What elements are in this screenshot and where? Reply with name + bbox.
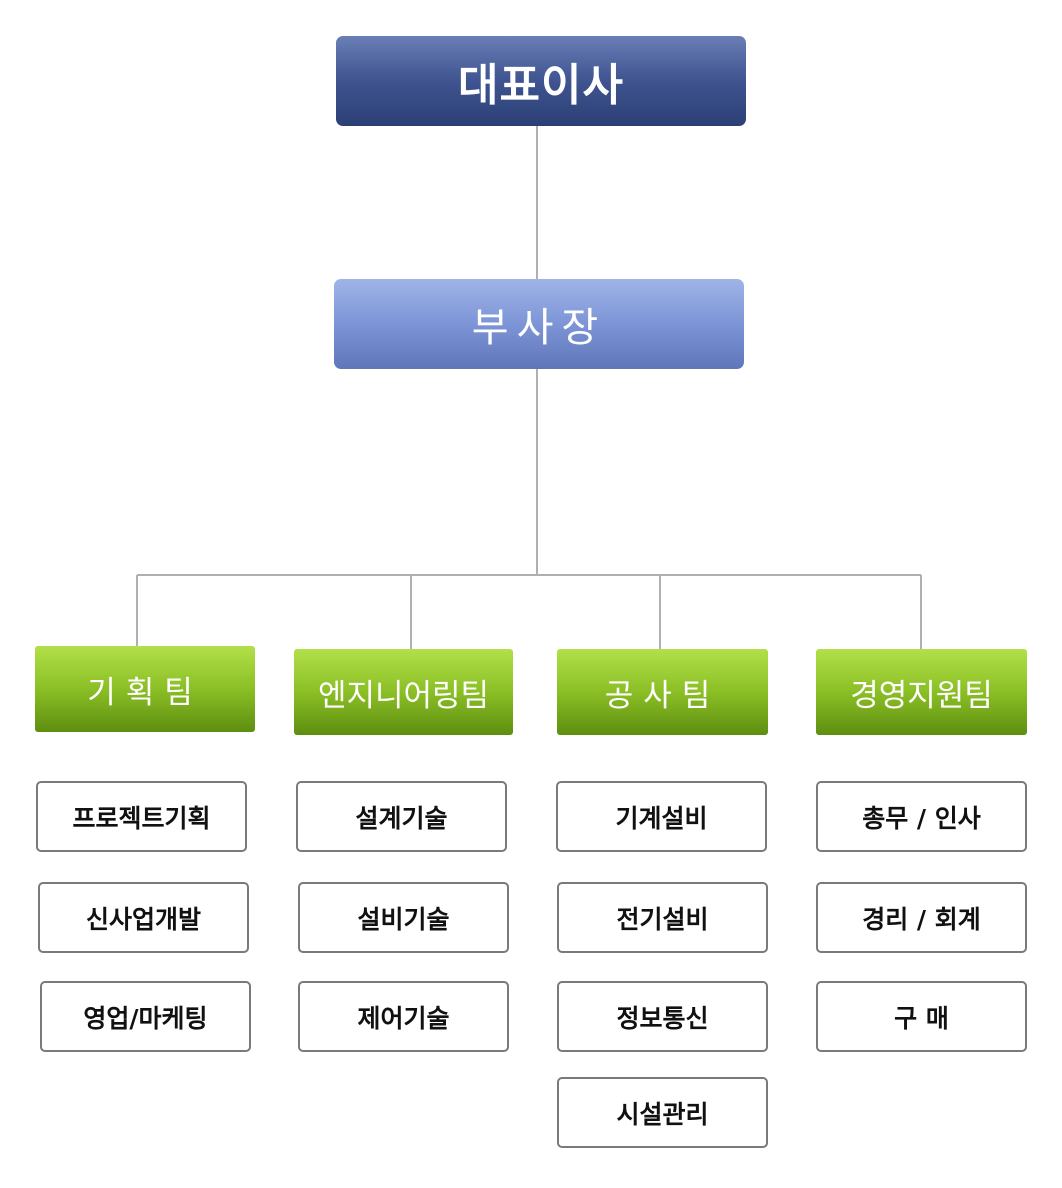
sub-item-box: 프로젝트기획 (36, 781, 247, 852)
sub-item-box: 시설관리 (557, 1077, 768, 1148)
sub-item-box: 신사업개발 (38, 882, 249, 953)
sub-item-label: 정보통신 (616, 1003, 709, 1033)
sub-item-label: 신사업개발 (85, 904, 201, 934)
sub-item-box: 영업/마케팅 (40, 981, 251, 1052)
sub-item-label: 설비기술 (357, 904, 450, 934)
sub-item-label: 기계설비 (615, 803, 708, 833)
team-management-box: 경영지원팀 (816, 649, 1027, 735)
sub-item-label: 프로젝트기획 (72, 803, 211, 833)
sub-item-box: 기계설비 (556, 781, 767, 852)
vp-box: 부사장 (334, 279, 744, 369)
team-planning-label: 기획팀 (87, 674, 203, 711)
sub-item-box: 총무 / 인사 (816, 781, 1027, 852)
vp-label: 부사장 (471, 305, 607, 351)
sub-item-label: 설계기술 (355, 803, 448, 833)
team-construction-box: 공사팀 (557, 649, 768, 735)
sub-item-label: 경리 / 회계 (862, 904, 981, 934)
sub-item-box: 설계기술 (296, 781, 507, 852)
sub-item-label: 영업/마케팅 (83, 1003, 208, 1033)
sub-item-label: 제어기술 (357, 1003, 450, 1033)
sub-item-box: 제어기술 (298, 981, 509, 1052)
sub-item-label: 시설관리 (616, 1099, 709, 1129)
team-engineering-box: 엔지니어링팀 (294, 649, 513, 735)
team-management-label: 경영지원팀 (850, 677, 993, 714)
sub-item-box: 경리 / 회계 (816, 882, 1027, 953)
sub-item-box: 설비기술 (298, 882, 509, 953)
sub-item-box: 구 매 (816, 981, 1027, 1052)
team-construction-label: 공사팀 (604, 677, 721, 714)
sub-item-box: 정보통신 (557, 981, 768, 1052)
sub-item-label: 구 매 (894, 1003, 949, 1033)
ceo-label: 대표이사 (458, 60, 624, 111)
team-planning-box: 기획팀 (35, 646, 255, 732)
sub-item-box: 전기설비 (557, 882, 768, 953)
sub-item-label: 총무 / 인사 (862, 803, 981, 833)
team-engineering-label: 엔지니어링팀 (317, 677, 490, 714)
ceo-box: 대표이사 (336, 36, 746, 126)
sub-item-label: 전기설비 (616, 904, 709, 934)
